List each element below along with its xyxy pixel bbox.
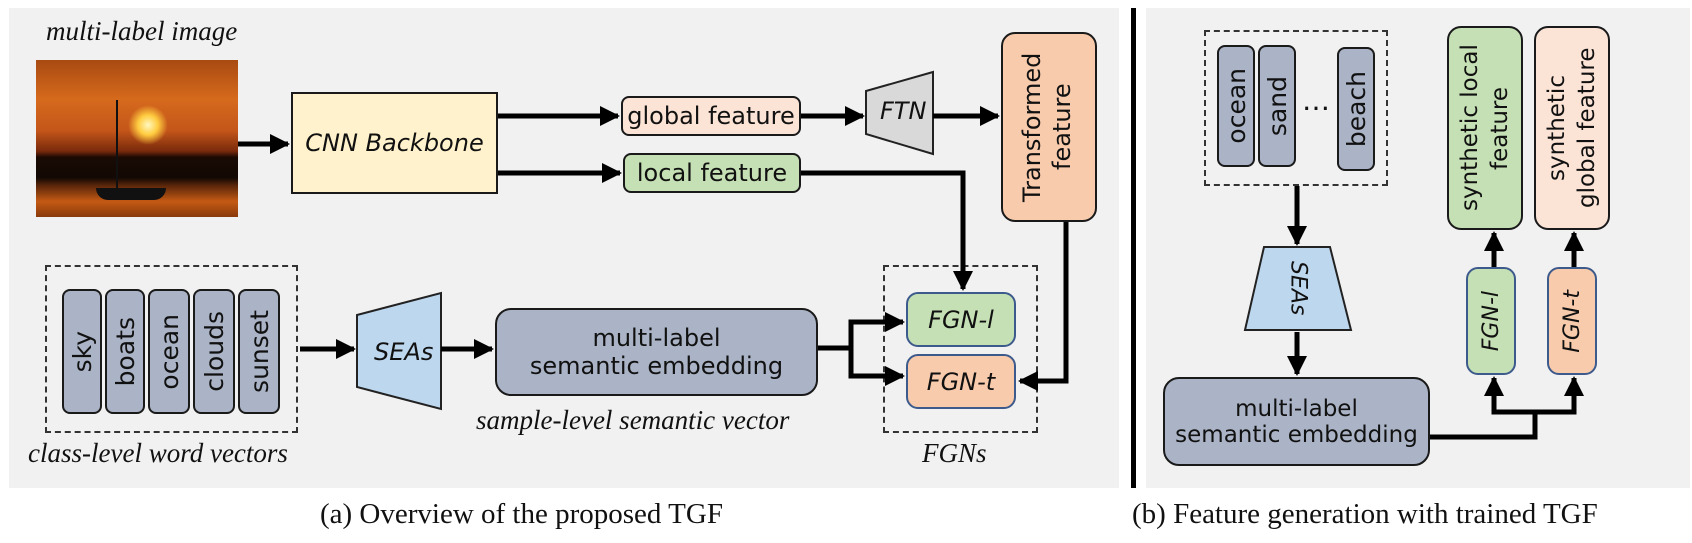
- arrow-local-to-fgn-l: [801, 170, 973, 291]
- panel-b-seas-label: SEAs: [1280, 252, 1316, 324]
- arrow-embedding-to-fgn-l-b: [1430, 376, 1538, 440]
- panel-divider: [1131, 8, 1136, 488]
- global-feature-box: global feature: [621, 96, 801, 136]
- semantic-embedding-box: multi-label semantic embedding: [495, 308, 818, 396]
- arrow-transformed-to-fgn-t: [1018, 222, 1069, 391]
- ftn-label: FTN: [880, 97, 927, 125]
- semantic-embedding-line2: semantic embedding: [529, 352, 784, 380]
- cnn-backbone-label: CNN Backbone: [305, 129, 484, 157]
- local-feature-label: local feature: [636, 159, 788, 187]
- synthetic-global-feature-box: synthetic global feature: [1534, 26, 1610, 230]
- fgn-l-label: FGN-l: [928, 305, 994, 334]
- panel-b-caption: (b) Feature generation with trained TGF: [1132, 498, 1598, 530]
- word-vector-sky: sky: [62, 289, 102, 414]
- panel-a-caption: (a) Overview of the proposed TGF: [320, 498, 723, 530]
- word-vector-sunset: sunset: [238, 289, 280, 414]
- synthetic-local-feature-box: synthetic local feature: [1447, 26, 1523, 230]
- fgn-t-box: FGN-t: [906, 354, 1016, 409]
- word-vector-clouds: clouds: [193, 289, 235, 414]
- global-feature-label: global feature: [627, 102, 795, 130]
- panel-b-fgn-t-box: FGN-t: [1547, 267, 1597, 375]
- panel-b-embedding-line2: semantic embedding: [1175, 421, 1418, 448]
- arrow-embedding-to-fgn-t-b: [1535, 376, 1584, 415]
- word-vector-ocean: ocean: [148, 289, 190, 414]
- local-feature-box: local feature: [623, 153, 801, 193]
- panel-b-word-vector-sand: sand: [1258, 45, 1296, 167]
- panel-b-seas-text: SEAs: [1285, 260, 1311, 316]
- word-vector-boats: boats: [105, 289, 145, 414]
- transformed-feature-box: Transformed feature: [1001, 32, 1097, 222]
- panel-b-word-vector-ocean: ocean: [1217, 45, 1255, 167]
- panel-b-fgn-l-box: FGN-l: [1466, 267, 1516, 375]
- sample-vector-caption: sample-level semantic vector: [476, 405, 790, 435]
- arrow-embedding-to-fgn-t: [848, 348, 905, 386]
- multi-label-image-title: multi-label image: [46, 16, 238, 46]
- panel-b-word-vectors-group: [1204, 30, 1388, 186]
- semantic-embedding-line1: multi-label: [592, 324, 721, 352]
- seas-label: SEAs: [374, 338, 434, 366]
- panel-b-ellipsis: …: [1302, 84, 1330, 117]
- arrow-embedding-to-fgn-l: [818, 312, 905, 351]
- panel-b-semantic-embedding-box: multi-label semantic embedding: [1163, 377, 1430, 466]
- panel-b-embedding-line1: multi-label: [1235, 395, 1358, 422]
- fgn-l-box: FGN-l: [906, 292, 1016, 347]
- fgn-t-label: FGN-t: [926, 367, 996, 396]
- word-vectors-caption: class-level word vectors: [28, 438, 288, 468]
- fgns-caption: FGNs: [922, 438, 987, 468]
- multi-label-image: [36, 60, 238, 217]
- panel-b-word-vector-beach: beach: [1337, 47, 1375, 171]
- word-vectors-group: [45, 265, 298, 433]
- cnn-backbone-box: CNN Backbone: [291, 92, 498, 194]
